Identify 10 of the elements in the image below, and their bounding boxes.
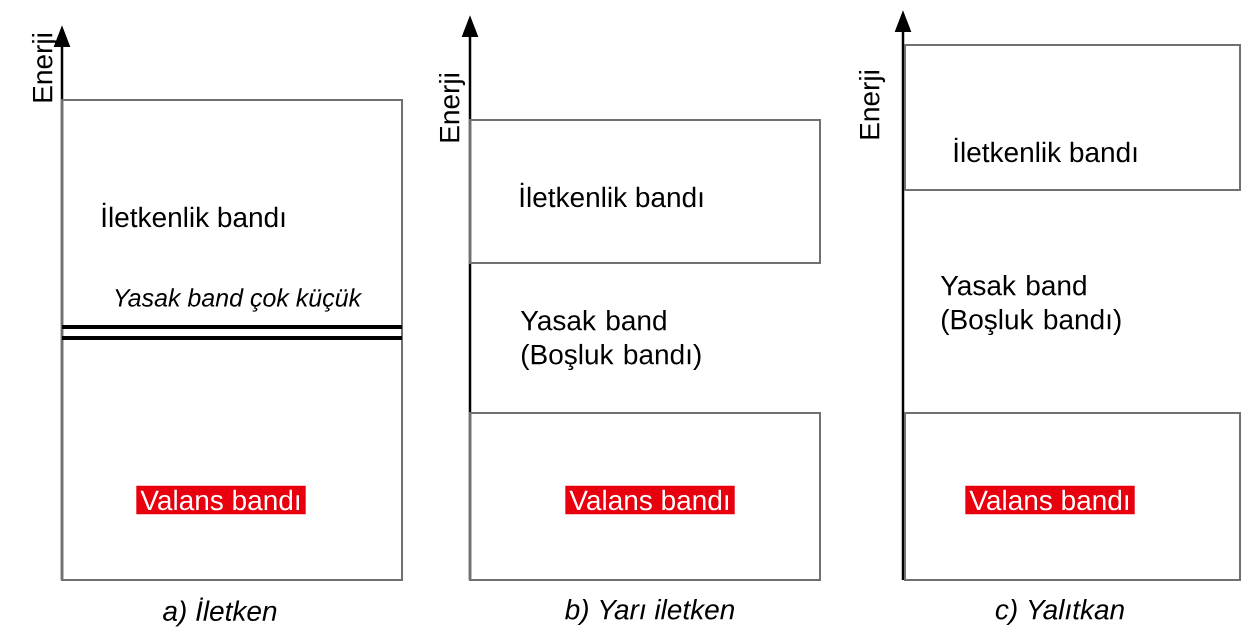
- band-box: İletkenlik bandı: [469, 119, 821, 264]
- axis-label: Enerji: [31, 34, 59, 102]
- gap-region: Yasak band (Boşluk bandı): [940, 274, 1121, 336]
- band-box: Valans bandı: [469, 412, 821, 581]
- axis-label: Enerji: [858, 71, 886, 139]
- band-box: Valans bandı: [904, 412, 1241, 581]
- gap-region: Yasak band (Boşluk bandı): [520, 309, 701, 371]
- axis-label: Enerji: [438, 74, 466, 142]
- band-box: İletkenlik bandı: [904, 44, 1241, 191]
- band-box: İletkenlik bandı Yasak band çok küçük Valans bandı: [61, 99, 403, 581]
